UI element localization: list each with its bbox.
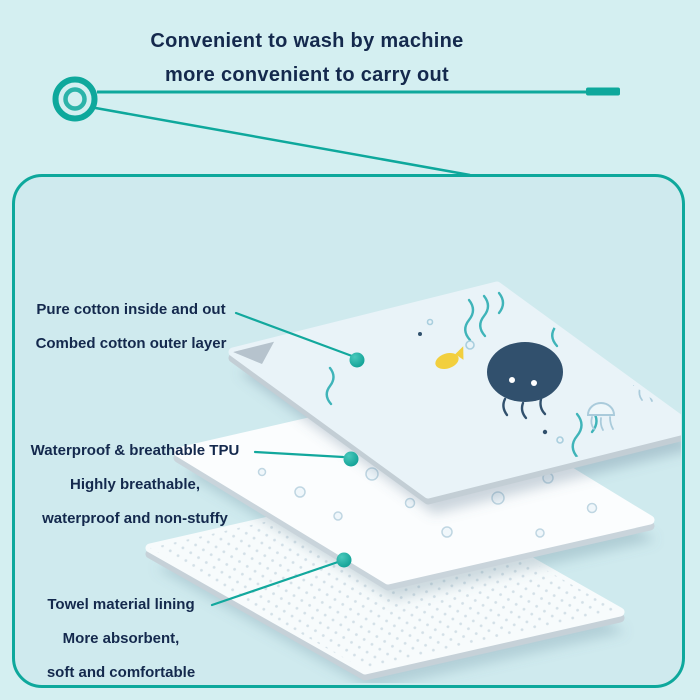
- annotation-towel: Towel material lining More absorbent, so…: [16, 588, 226, 690]
- annotation-cotton-line-2: Combed cotton outer layer: [35, 335, 227, 352]
- header-rule-endcap: [586, 87, 620, 96]
- annotation-cotton: Pure cotton inside and out Combed cotton…: [11, 293, 251, 361]
- annotation-tpu-line-3: waterproof and non-stuffy: [42, 510, 228, 527]
- header-title-line-1: Convenient to wash by machine: [150, 30, 464, 52]
- annotation-tpu: Waterproof & breathable TPU Highly breat…: [10, 434, 260, 536]
- annotation-towel-line-2: More absorbent,: [62, 630, 180, 647]
- diagonal-connector-line: [89, 105, 471, 177]
- annotation-towel-line-3: soft and comfortable: [46, 664, 196, 681]
- annotation-cotton-line-1: Pure cotton inside and out: [36, 301, 226, 318]
- annotation-tpu-line-2: Highly breathable,: [69, 476, 201, 493]
- header-title: Convenient to wash by machine more conve…: [26, 24, 588, 92]
- annotation-towel-line-1: Towel material lining: [47, 596, 195, 613]
- annotation-tpu-line-1: Waterproof & breathable TPU: [30, 442, 240, 459]
- header-title-line-2: more convenient to carry out: [164, 64, 449, 86]
